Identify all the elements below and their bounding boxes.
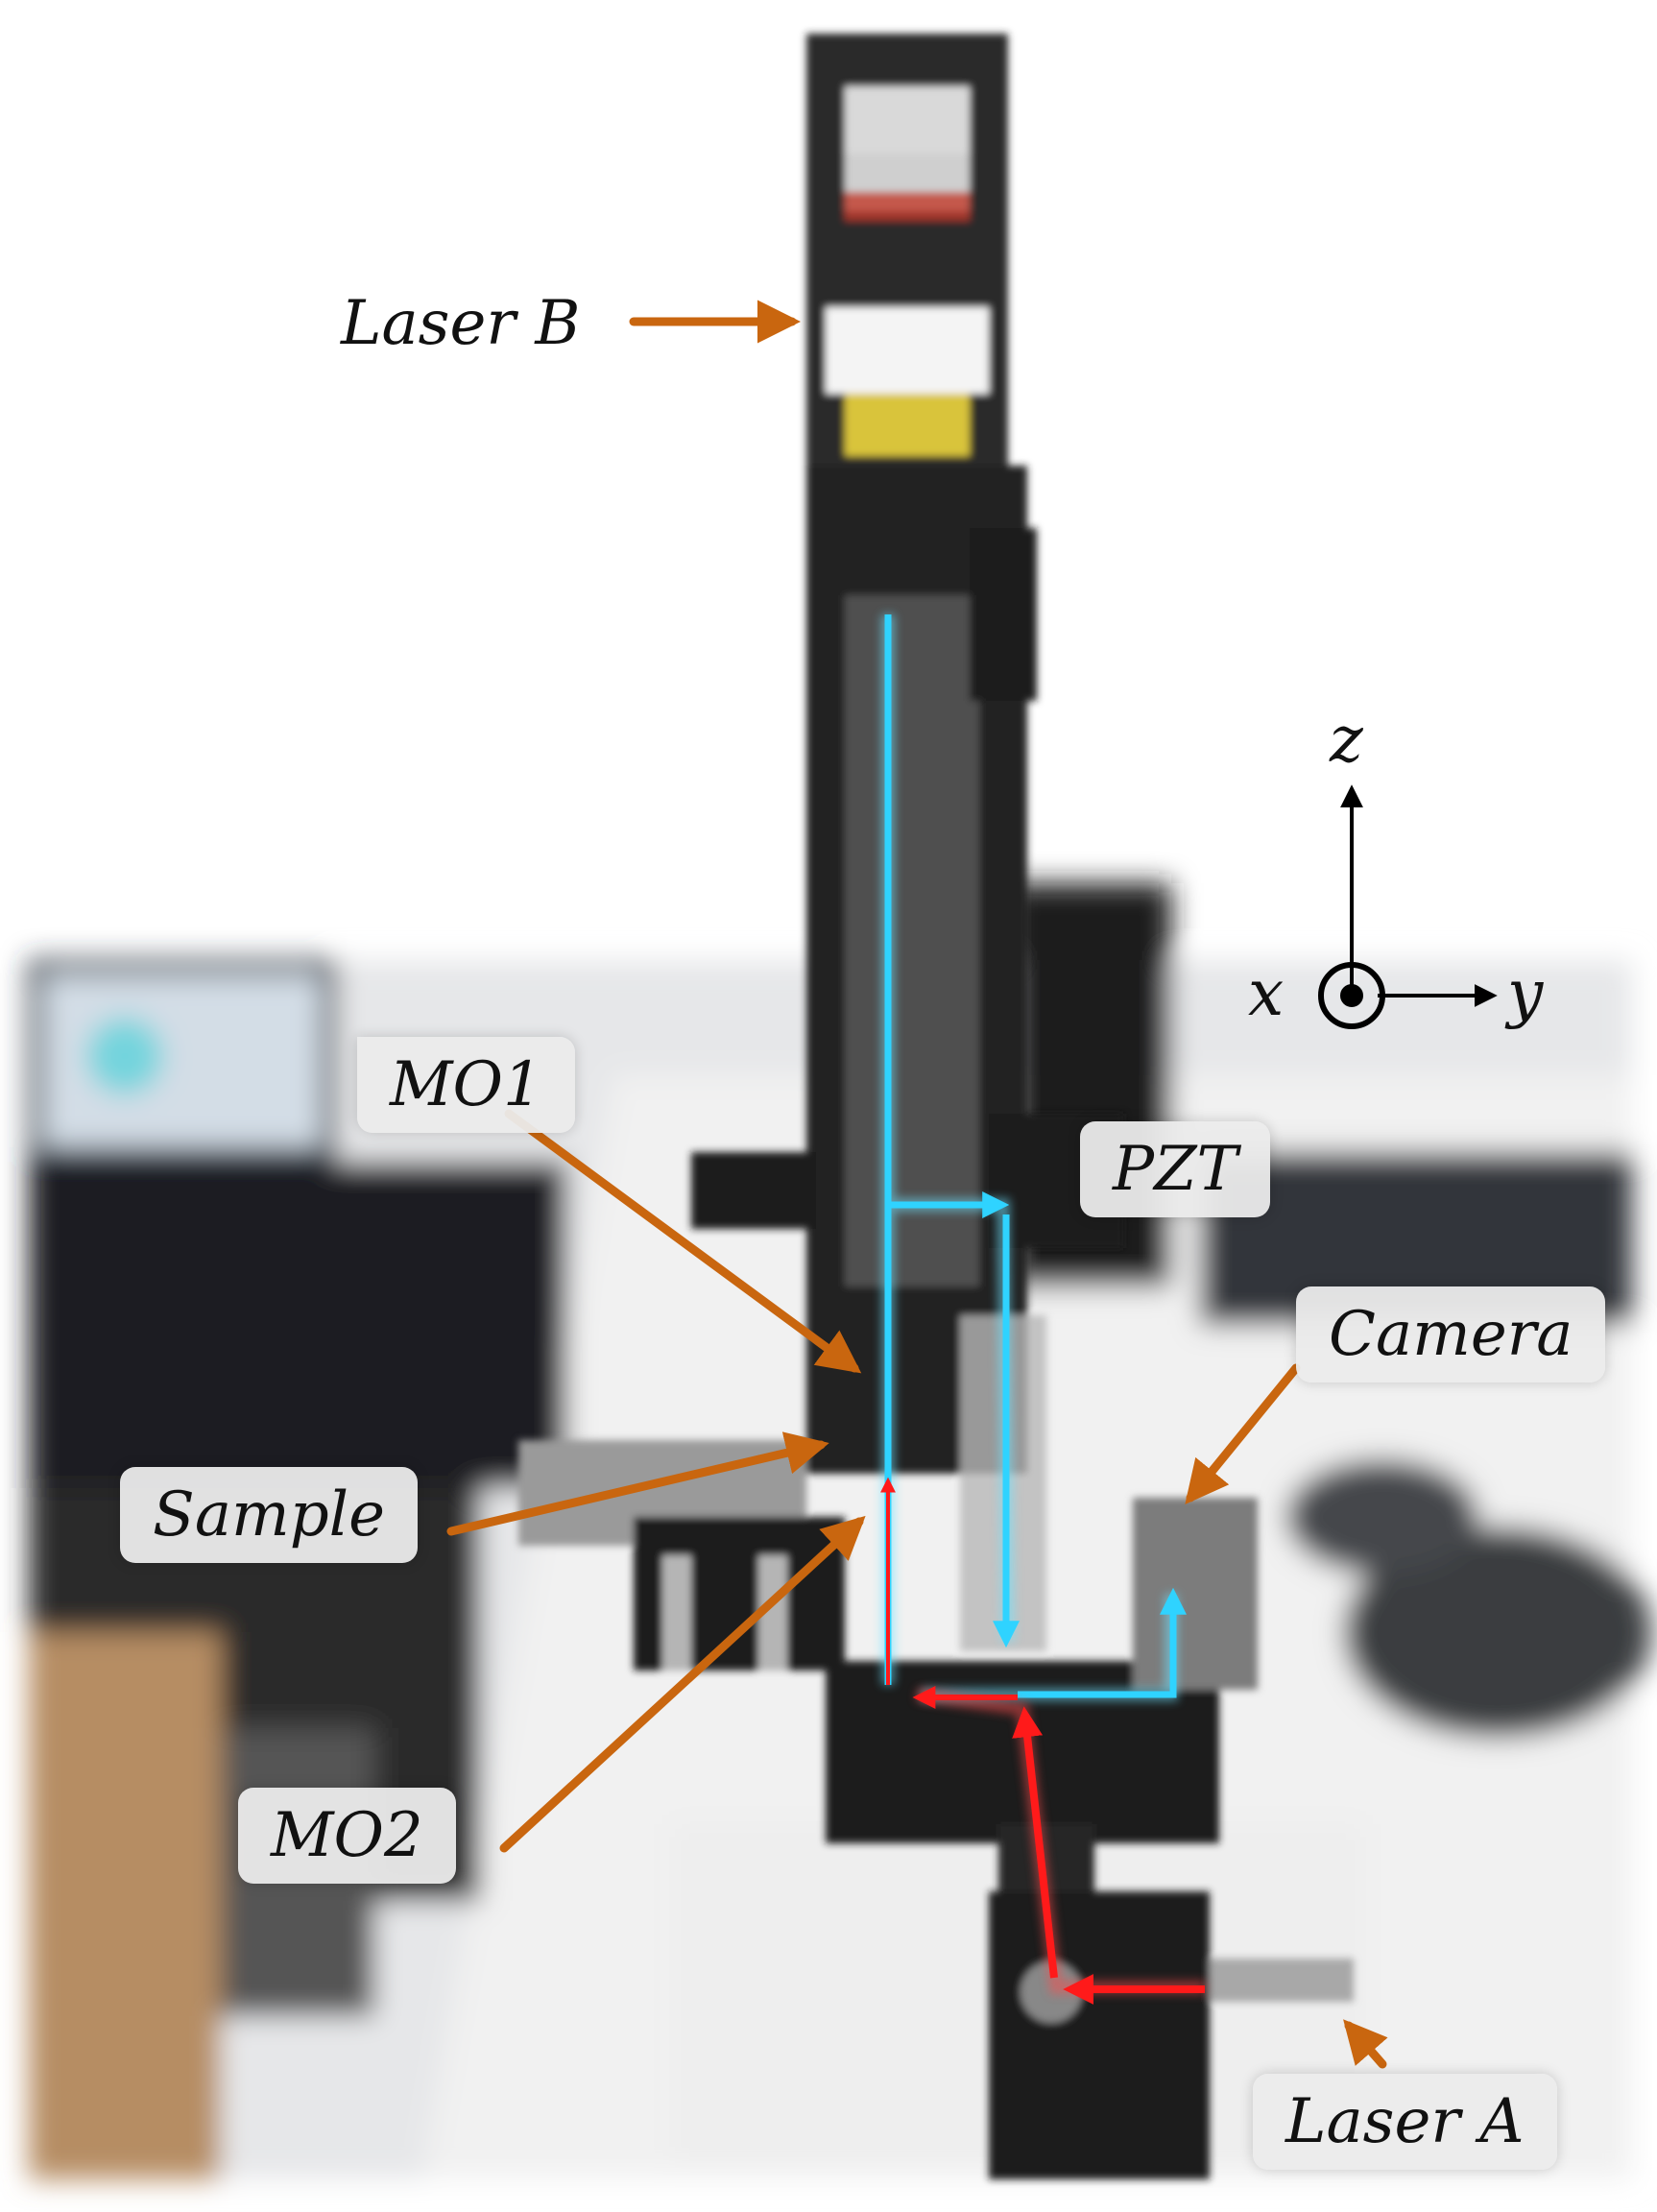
red-beam-up xyxy=(1012,1706,1058,1979)
label-pzt: PZT xyxy=(1080,1121,1271,1217)
label-laser-a: Laser A xyxy=(1253,2074,1557,2170)
arrow-mo2 xyxy=(499,1515,866,1853)
optical-tower xyxy=(518,34,1354,2179)
label-camera: Camera xyxy=(1296,1286,1606,1382)
arrow-camera xyxy=(1185,1363,1301,1504)
arrow-sample xyxy=(446,1431,829,1536)
label-mo1: MO1 xyxy=(357,1037,575,1133)
coordinate-axes xyxy=(1318,784,1498,1029)
arrow-mo1 xyxy=(504,1109,862,1374)
arrow-laser-a xyxy=(1343,2019,1388,2069)
axis-label-y: y xyxy=(1507,956,1544,1030)
label-laser-b: Laser B xyxy=(341,288,581,359)
axis-label-z: z xyxy=(1330,703,1363,777)
x-axis-out-of-page-icon xyxy=(1318,962,1385,1029)
blue-beam-camera xyxy=(1018,1587,1187,1698)
beam-paths xyxy=(880,614,1205,2005)
axis-label-x: x xyxy=(1248,956,1285,1030)
callout-arrows xyxy=(446,300,1388,2069)
label-mo2: MO2 xyxy=(238,1788,456,1884)
label-sample: Sample xyxy=(120,1467,418,1563)
